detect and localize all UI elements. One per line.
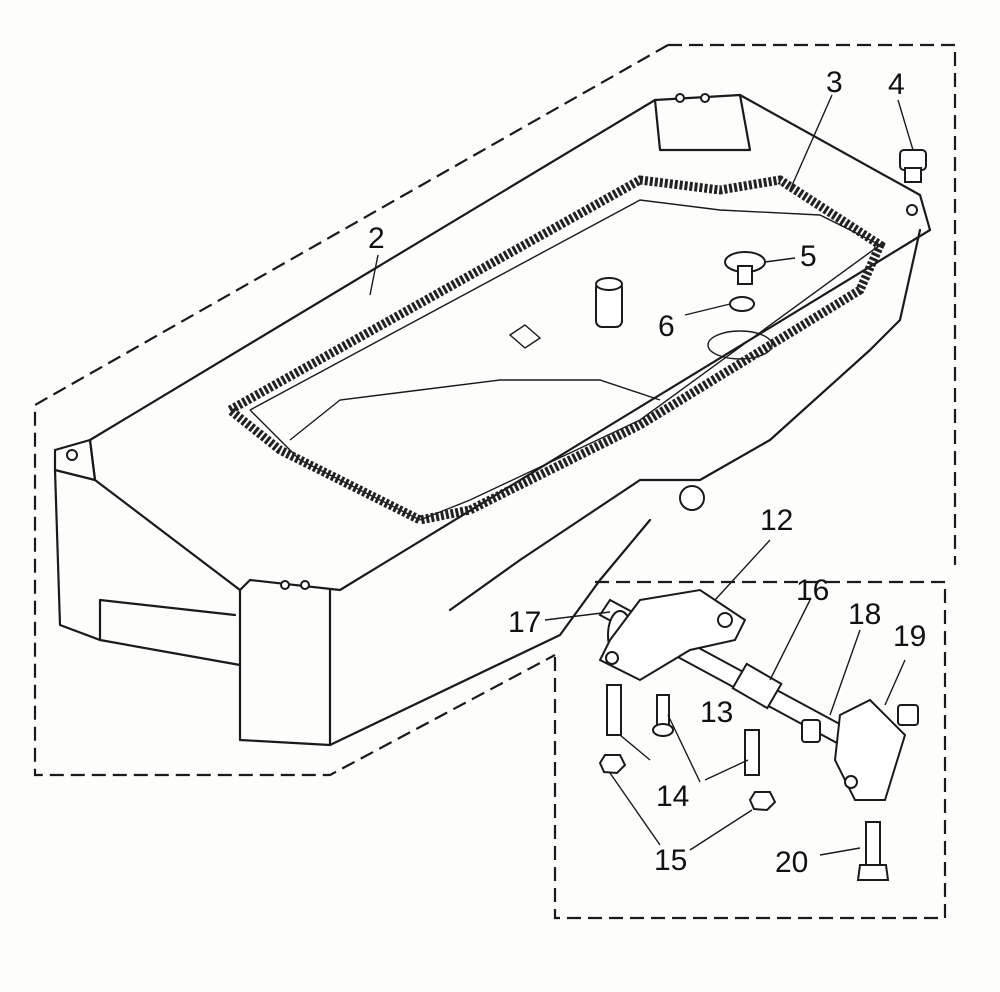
- label-17: 17: [508, 606, 541, 639]
- oil-pan-group-boundary: [668, 43, 957, 565]
- bolt-20: [856, 821, 890, 881]
- label-4: 4: [888, 68, 905, 101]
- oil-pan-group-boundary-lower: [33, 44, 669, 777]
- leader-lines: [369, 94, 914, 856]
- drain-plug: [899, 149, 927, 183]
- gasket: [227, 175, 886, 525]
- linkage-group-boundary: [553, 580, 947, 920]
- screw-13: [652, 694, 674, 737]
- label-5: 5: [800, 240, 817, 273]
- label-2: 2: [368, 222, 385, 255]
- washer: [729, 296, 755, 312]
- shaft-assembly: [598, 588, 919, 801]
- stud-14b: [744, 729, 760, 776]
- label-12: 12: [760, 504, 793, 537]
- label-3: 3: [826, 66, 843, 99]
- nut-15b: [748, 791, 777, 812]
- label-6: 6: [658, 310, 675, 343]
- filler-cap: [724, 251, 766, 285]
- label-13: 13: [700, 696, 733, 729]
- label-19: 19: [893, 620, 926, 653]
- label-20: 20: [775, 846, 808, 879]
- label-18: 18: [848, 598, 881, 631]
- stud-14a: [606, 684, 622, 736]
- label-15: 15: [654, 844, 687, 877]
- label-14: 14: [656, 780, 689, 813]
- label-16: 16: [796, 574, 829, 607]
- nut-15a: [598, 754, 627, 775]
- oil-pan: [53, 93, 932, 747]
